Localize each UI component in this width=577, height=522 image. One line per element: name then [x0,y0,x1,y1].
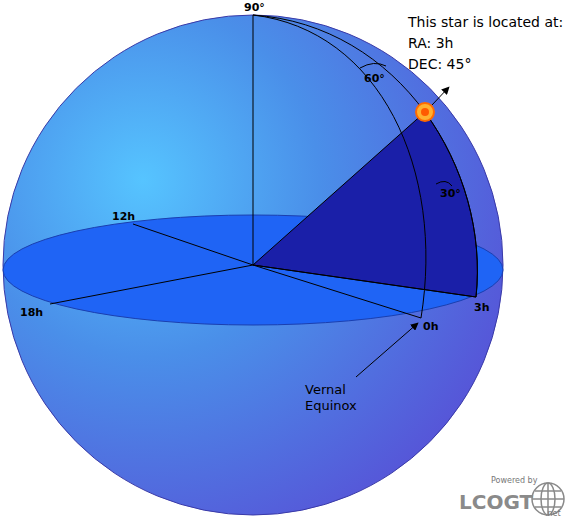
star [416,103,434,121]
declination-wedge [253,112,477,297]
leader-arrow [356,323,418,377]
callout-text: RA: 3h [408,35,453,52]
hour-label: 3h [474,301,490,314]
star-core [421,108,429,116]
callout-text: DEC: 45° [408,56,471,73]
hour-line [50,265,253,304]
logo-text: Powered by [491,476,537,486]
hour-label: 18h [20,306,43,319]
leader-arrow [432,87,449,105]
angle-arc [360,63,386,68]
meridian [253,15,477,297]
equinox-label: Vernal Equinox [305,382,369,413]
angle-label: 60° [364,72,385,85]
hour-label: 12h [112,210,135,223]
hour-label: 0h [423,320,439,333]
angle-label: 30° [440,187,461,200]
logo-text: LCOGT [459,490,533,514]
hour-line [253,265,476,297]
sphere [3,15,503,515]
pole-axis [253,15,254,265]
hour-line [133,224,253,265]
logo-text: .net [545,509,561,519]
hour-line [253,265,421,318]
angle-arc [436,181,452,186]
pole-angle: 90° [244,1,265,14]
meridian [253,15,426,318]
callout-text: This star is located at: [408,14,563,31]
